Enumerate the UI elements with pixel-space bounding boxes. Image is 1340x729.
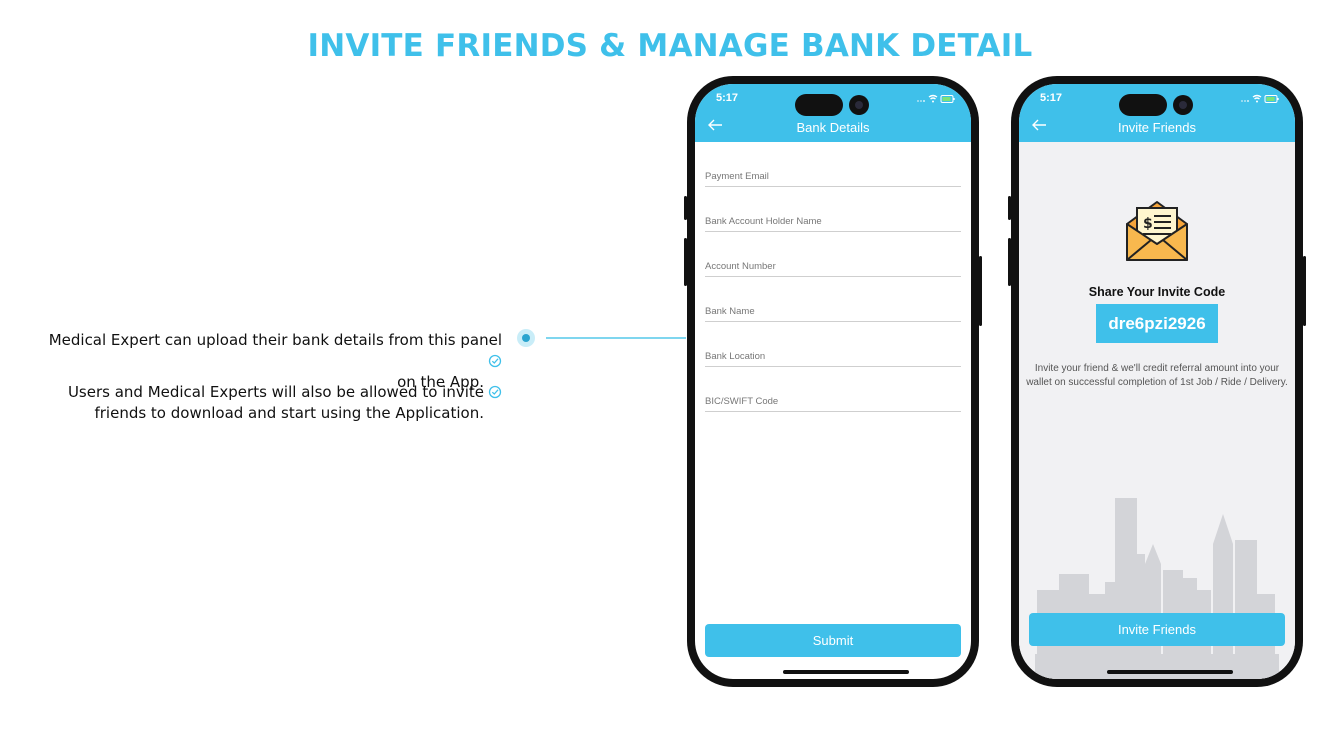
payment-email-field[interactable]: Payment Email xyxy=(705,164,961,187)
arrow-left-icon xyxy=(1032,119,1046,131)
feature-bank-details: Medical Expert can upload their bank det… xyxy=(42,330,502,393)
back-button[interactable] xyxy=(1031,118,1047,136)
bank-screen: 5:17 Bank Details Payment Email Bank Acc… xyxy=(695,84,971,679)
account-number-field[interactable]: Account Number xyxy=(705,254,961,277)
screen-title: Bank Details xyxy=(796,120,870,135)
bank-name-field[interactable]: Bank Name xyxy=(705,299,961,322)
back-button[interactable] xyxy=(707,118,723,136)
share-invite-title: Share Your Invite Code xyxy=(1088,285,1226,299)
app-header: 5:17 Invite Friends xyxy=(1019,84,1295,142)
check-circle-icon xyxy=(488,354,502,368)
phone-invite-friends: 5:17 Invite Friends $ Share Your In xyxy=(1008,76,1306,687)
status-time: 5:17 xyxy=(1040,92,1063,104)
account-holder-name-field[interactable]: Bank Account Holder Name xyxy=(705,209,961,232)
page-title: INVITE FRIENDS & MANAGE BANK DETAIL xyxy=(307,28,1033,64)
status-time: 5:17 xyxy=(716,92,739,104)
screen-title: Invite Friends xyxy=(1117,120,1197,135)
feature-text-line: Medical Expert can upload their bank det… xyxy=(42,330,502,372)
invite-description: Invite your friend & we'll credit referr… xyxy=(1026,363,1288,388)
home-indicator xyxy=(1107,670,1233,674)
feature-text-line: friends to download and start using the … xyxy=(94,404,484,422)
feature-invite-friends: Users and Medical Experts will also be a… xyxy=(42,382,502,424)
svg-text:$: $ xyxy=(1143,216,1153,232)
status-icons xyxy=(917,94,955,103)
check-circle-icon xyxy=(488,385,502,399)
invite-code[interactable]: dre6pzi2926 xyxy=(1096,304,1218,343)
feature-text-line: on the App. xyxy=(397,373,484,391)
phone-bank-details: 5:17 Bank Details Payment Email Bank Acc… xyxy=(684,76,982,687)
status-icons xyxy=(1241,94,1279,103)
envelope-money-icon: $ xyxy=(1126,201,1188,261)
bank-location-field[interactable]: Bank Location xyxy=(705,344,961,367)
pointer-dot xyxy=(517,329,535,347)
submit-button[interactable]: Submit xyxy=(705,624,961,657)
feature-text-line: Users and Medical Experts will also be a… xyxy=(42,382,502,403)
home-indicator xyxy=(783,670,909,674)
bic-swift-code-field[interactable]: BIC/SWIFT Code xyxy=(705,389,961,412)
city-skyline-illustration xyxy=(1035,498,1279,679)
connector-line xyxy=(546,337,686,339)
arrow-left-icon xyxy=(708,119,722,131)
app-header: 5:17 Bank Details xyxy=(695,84,971,142)
invite-screen: 5:17 Invite Friends $ Share Your In xyxy=(1019,84,1295,679)
invite-friends-button[interactable]: Invite Friends xyxy=(1029,613,1285,646)
